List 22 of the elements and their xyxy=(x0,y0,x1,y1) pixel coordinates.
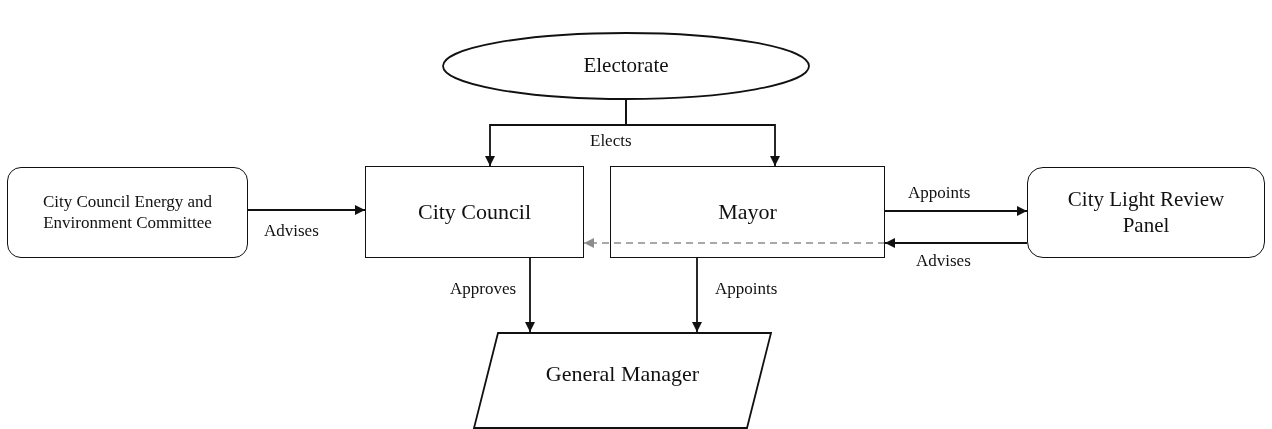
arrow xyxy=(247,205,366,215)
node-label: General Manager xyxy=(544,360,701,388)
parallelogram-node xyxy=(473,332,772,428)
ellipse-node xyxy=(442,32,810,100)
edge-label: Appoints xyxy=(713,280,780,299)
rounded-box xyxy=(1027,167,1265,258)
node-label: Electorate xyxy=(582,53,670,79)
edge-label: Approves xyxy=(448,280,519,299)
arrow xyxy=(884,206,1028,216)
edge-label: Appoints xyxy=(906,184,973,203)
process-box xyxy=(610,166,885,258)
arrow xyxy=(583,238,886,248)
rounded-box xyxy=(7,167,248,258)
node-label: City Council Energy and Environment Committee xyxy=(41,192,214,233)
arrow xyxy=(525,257,535,333)
arrow xyxy=(625,99,780,167)
arrow xyxy=(692,257,702,333)
process-box xyxy=(365,166,584,258)
arrow xyxy=(884,238,1028,248)
node-label: City Council xyxy=(416,198,533,226)
node-label: City Light Review Panel xyxy=(1066,187,1226,238)
node-label: Mayor xyxy=(717,198,778,226)
